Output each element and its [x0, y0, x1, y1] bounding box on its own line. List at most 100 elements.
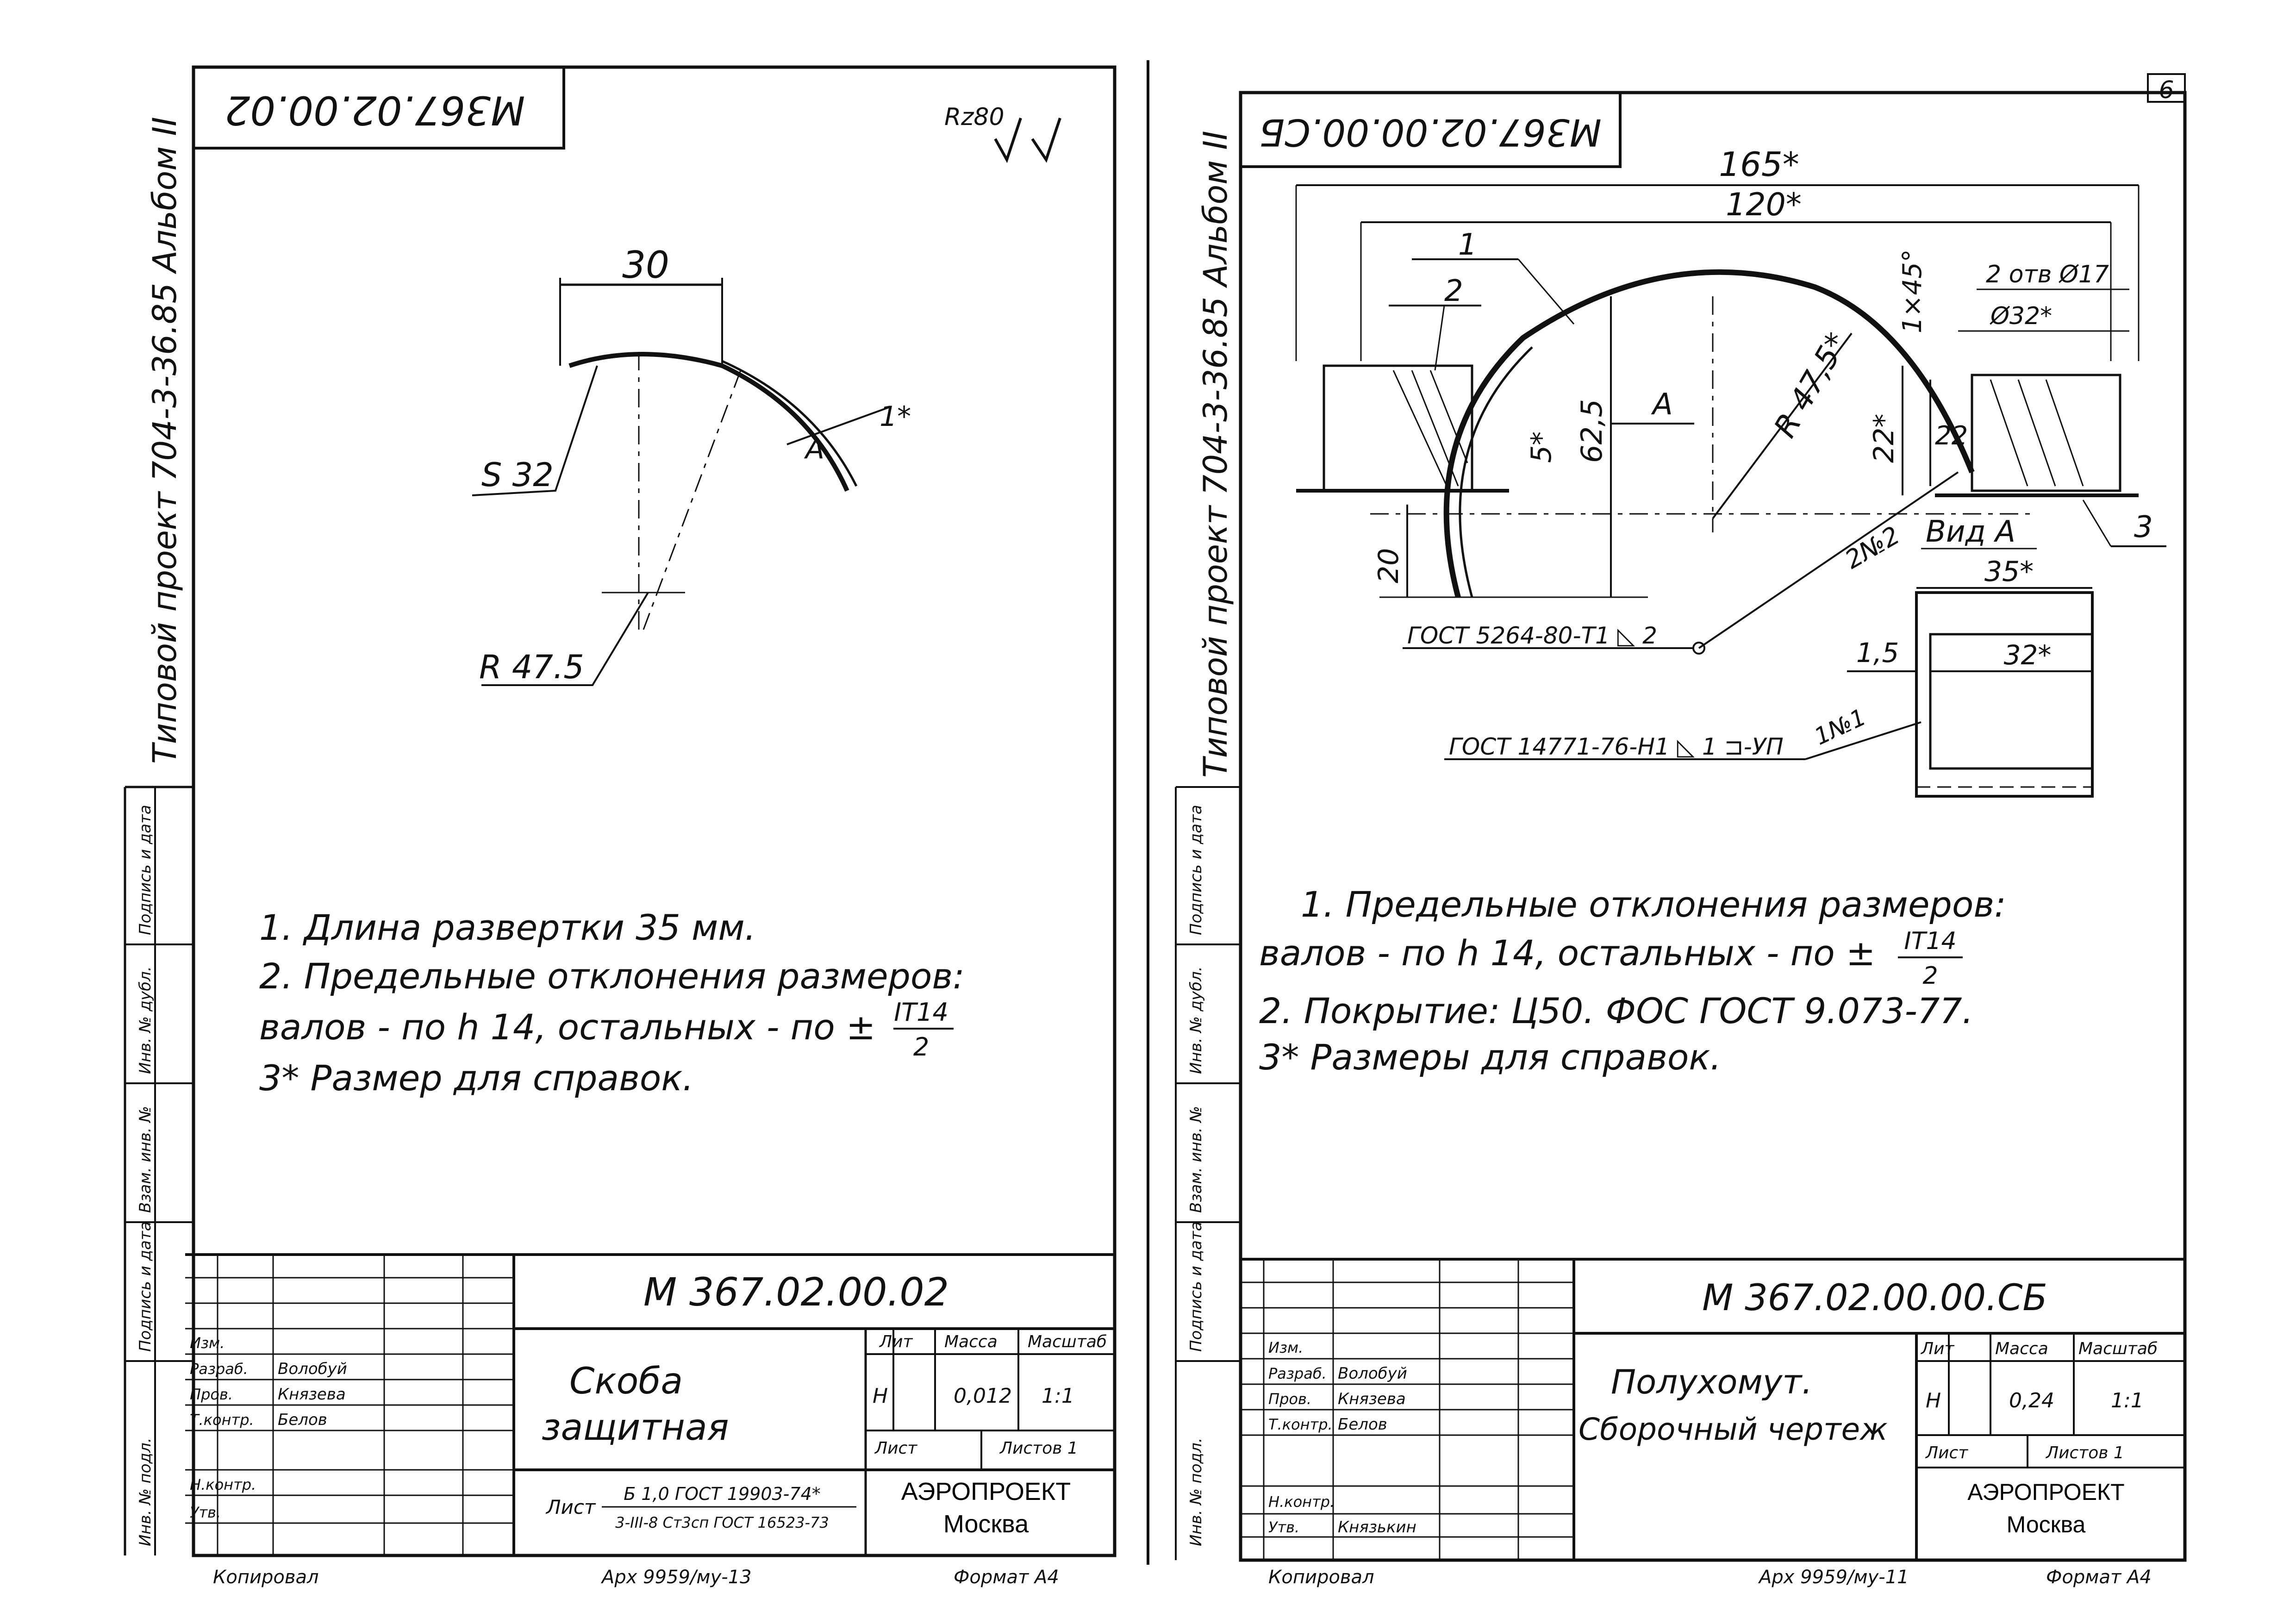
left-scale-value: 1:1	[1042, 1384, 1074, 1408]
left-role-6: Утв.	[190, 1504, 221, 1521]
right-dim-32: 32*	[2004, 639, 2052, 671]
right-lit-value: Н	[1926, 1389, 1941, 1412]
left-note-2: 2. Предельные отклонения размеров:	[259, 956, 965, 997]
right-holes: 2 отв Ø17	[1986, 261, 2109, 288]
right-mass-label: Масса	[1995, 1339, 2048, 1358]
right-scale-value: 1:1	[2111, 1389, 2144, 1412]
right-scale-label: Масштаб	[2078, 1339, 2158, 1358]
left-role-2: Разраб.	[190, 1360, 248, 1378]
left-sheets-label: Листов 1	[999, 1439, 1078, 1458]
right-margin-labels: Подпись и дата Инв. № дубл. Взам. инв. №…	[1187, 805, 1205, 1546]
left-material-prefix: Лист	[545, 1496, 596, 1518]
left-mass-value: 0,012	[954, 1384, 1012, 1408]
left-material-bottom: 3-III-8 Ст3сп ГОСТ 16523-73	[615, 1514, 829, 1531]
right-footer-right: Формат А4	[2046, 1567, 2152, 1588]
right-assembly-drawing: 165* 120* R 47,5* А	[1295, 145, 2166, 798]
right-role-3: Пров.	[1268, 1390, 1311, 1408]
left-org-line1: АЭРОПРОЕКТ	[901, 1478, 1071, 1505]
right-name-4: Белов	[1338, 1415, 1387, 1434]
left-code: М 367.02.00.02	[643, 1269, 949, 1315]
right-dim-15: 1,5	[1856, 637, 1899, 668]
right-org-line1: АЭРОПРОЕКТ	[1967, 1479, 2124, 1505]
right-margin-label-3: Взам. инв. №	[1187, 1106, 1205, 1213]
right-dim-5: 5*	[1525, 431, 1558, 463]
left-lit-value: Н	[873, 1384, 888, 1408]
right-note-3: 2. Покрытие: Ц50. ФОС ГОСТ 9.073-77.	[1259, 990, 1973, 1031]
roughness-mark-icon	[994, 118, 1061, 163]
right-sheets-label: Листов 1	[2045, 1443, 2124, 1462]
right-pos2: 2	[1444, 274, 1463, 308]
right-note-1: 1. Предельные отклонения размеров:	[1301, 884, 2006, 925]
left-name-2: Волобуй	[278, 1360, 347, 1378]
left-note-3: валов - по h 14, остальных - по ±	[259, 1006, 876, 1048]
right-dim-r475: R 47,5*	[1767, 327, 1855, 443]
left-code-rotated: M367.02.00.02	[225, 87, 525, 133]
right-dim-20: 20	[1373, 548, 1405, 583]
left-dim-s32: S 32	[481, 456, 554, 494]
right-weld-tag1: 2№2	[1840, 520, 1905, 575]
right-note-4: 3* Размеры для справок.	[1259, 1037, 1721, 1078]
left-name-line2: защитная	[542, 1407, 729, 1449]
right-side-title: Типовой проект 704-3-36.85 Альбом II	[1197, 131, 1235, 778]
right-dim-phi32: Ø32*	[1990, 302, 2052, 330]
right-view-label: Вид А	[1926, 515, 2015, 549]
left-role-1: Изм.	[190, 1334, 225, 1352]
right-weld-tag2: 1№1	[1810, 703, 1870, 750]
left-part-drawing: 30 S 32 R 47.5 1* А	[472, 244, 911, 686]
left-role-4: Т.контр.	[190, 1411, 254, 1429]
left-dim-1star: 1*	[880, 400, 911, 433]
right-sheet-label: Лист	[1925, 1443, 1968, 1462]
left-dim-r475: R 47.5	[479, 648, 584, 686]
right-margin-label-2: Инв. № дубл.	[1187, 966, 1205, 1074]
page-number: 6	[2159, 76, 2174, 104]
right-title-block: Изм. Разраб. Пров. Т.контр. Н.контр. Утв…	[1241, 1258, 2185, 1560]
left-margin-label-2: Инв. № дубл.	[136, 966, 155, 1074]
right-margin-label-4: Подпись и дата	[1187, 1221, 1205, 1352]
left-roughness: Rz80	[944, 103, 1004, 131]
left-view-a: А	[804, 433, 824, 465]
right-role-5: Н.контр.	[1268, 1493, 1335, 1511]
right-role-2: Разраб.	[1268, 1365, 1327, 1382]
left-notes: 1. Длина развертки 35 мм. 2. Предельные …	[259, 907, 965, 1099]
left-it14-den: 2	[913, 1032, 929, 1062]
left-footer-right: Формат А4	[954, 1567, 1059, 1588]
right-margin-label-1: Подпись и дата	[1187, 805, 1205, 935]
left-material-top: Б 1,0 ГОСТ 19903-74*	[624, 1484, 821, 1504]
right-weld2: ГОСТ 14771-76-Н1 ◺ 1 ⊐-УП	[1449, 733, 1784, 760]
right-notes: 1. Предельные отклонения размеров: валов…	[1259, 884, 2006, 1078]
left-footer-left: Копировал	[213, 1567, 319, 1588]
right-role-4: Т.контр.	[1268, 1416, 1333, 1433]
left-name-3: Князева	[278, 1385, 346, 1404]
right-lit-label: Лит	[1920, 1339, 1954, 1358]
right-role-6: Утв.	[1268, 1518, 1299, 1536]
left-lit-label: Лит	[879, 1332, 913, 1351]
right-name-line2: Сборочный чертеж	[1578, 1412, 1888, 1447]
right-note-2: валов - по h 14, остальных - по ±	[1259, 932, 1876, 974]
right-pos1: 1	[1458, 228, 1477, 262]
right-pos3: 3	[2134, 510, 2153, 544]
right-code: М 367.02.00.00.СБ	[1702, 1277, 2047, 1319]
left-scale-label: Масштаб	[1028, 1332, 1107, 1351]
right-dim-35: 35*	[1984, 556, 2034, 588]
left-name-line1: Скоба	[569, 1361, 683, 1402]
right-weld1: ГОСТ 5264-80-Т1 ◺ 2	[1407, 622, 1657, 649]
right-footer-center: Арх 9959/му-11	[1758, 1567, 1909, 1588]
right-footer-left: Копировал	[1268, 1567, 1374, 1588]
left-margin-label-4: Подпись и дата	[136, 1221, 155, 1352]
left-margin-label-5: Инв. № подл.	[136, 1437, 155, 1546]
left-note-1: 1. Длина развертки 35 мм.	[259, 907, 756, 948]
right-code-rotated: M367.02.00.00.СБ	[1259, 111, 1602, 154]
right-org-line2: Москва	[2007, 1512, 2086, 1537]
right-name-3: Князева	[1338, 1390, 1406, 1408]
left-role-3: Пров.	[190, 1386, 233, 1403]
left-it14-num: IT14	[894, 998, 948, 1027]
right-dim-165: 165*	[1719, 145, 1799, 184]
left-name-4: Белов	[278, 1411, 327, 1429]
right-margin-label-5: Инв. № подл.	[1187, 1437, 1205, 1546]
right-view-a-arrow: А	[1651, 387, 1673, 422]
left-note-4: 3* Размер для справок.	[259, 1057, 693, 1099]
right-dim-22a: 22*	[1868, 414, 1900, 463]
left-dim-30: 30	[622, 244, 669, 287]
left-margin-label-1: Подпись и дата	[136, 805, 155, 935]
left-sheet: M367.02.00.02 Rz80 30 S 32 R 47.5 1* А Т…	[124, 65, 1117, 1588]
